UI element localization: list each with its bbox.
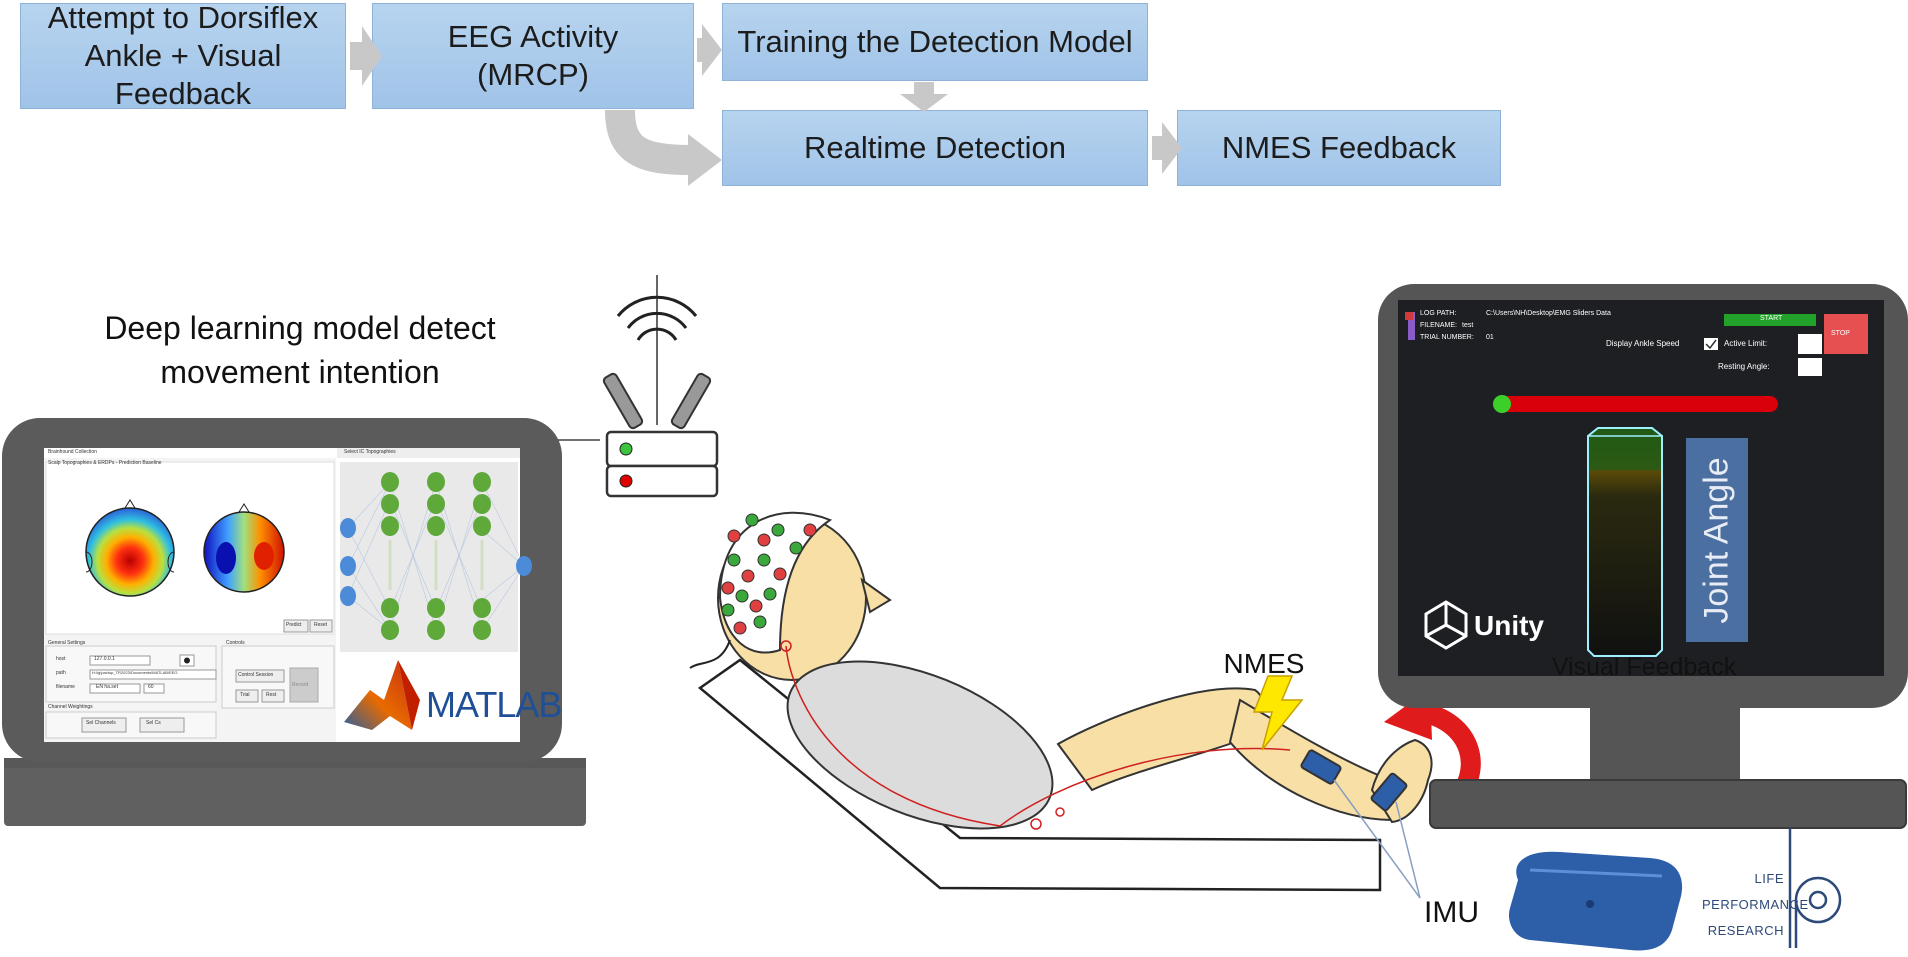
imu-label: IMU [1424, 896, 1479, 929]
flow-box-realtime-detection: Realtime Detection [722, 110, 1148, 186]
flow-arrow-down [900, 82, 948, 112]
filename-label-unity: FILENAME: [1420, 322, 1457, 329]
deep-learning-line1: Deep learning model detect [104, 310, 496, 346]
deep-learning-line2: movement intention [160, 354, 440, 390]
log-path-value: C:\Users\NH\Desktop\EMG Sliders Data [1486, 310, 1611, 317]
nmes-label: NMES [1223, 648, 1305, 679]
trial-number-value: 01 [1486, 334, 1494, 341]
channel-weightings-label: Channel Weightings [48, 704, 93, 710]
filename-value[interactable]: EN ha.set [96, 684, 118, 690]
flow-box-training-label: Training the Detection Model [737, 24, 1133, 59]
joint-angle-label: Joint Angle [1697, 456, 1736, 624]
resting-angle-label: Resting Angle: [1718, 362, 1770, 371]
unity-wordmark: Unity [1474, 610, 1544, 641]
log-path-label: LOG PATH: [1420, 310, 1457, 317]
lpr-line1: LIFE [1754, 871, 1784, 886]
lpr-logo-text: LIFE PERFORMANCE RESEARCH [1702, 866, 1809, 944]
rest-button[interactable]: Rest [266, 692, 277, 698]
flow-box-eeg-line2: (MRCP) [477, 57, 589, 92]
flow-box-attempt-line1: Attempt to Dorsiflex [47, 0, 319, 35]
filename-num[interactable]: 60 [148, 684, 154, 690]
general-settings-label: General Settings [48, 640, 86, 646]
active-limit-label: Active Limit: [1724, 339, 1768, 348]
lpr-line3: RESEARCH [1707, 923, 1784, 938]
unity-logo-icon [1424, 600, 1468, 650]
flow-box-training-model: Training the Detection Model [722, 3, 1148, 81]
visual-feedback-caption: Visual Feedback [1551, 653, 1737, 681]
matlab-logo-icon [344, 660, 420, 730]
deep-learning-caption: Deep learning model detect movement inte… [40, 306, 560, 394]
record-button[interactable]: Record [292, 682, 309, 688]
trial-number-label: TRIAL NUMBER: [1420, 334, 1474, 341]
host-label: host [56, 656, 66, 662]
window2-title: Select IC Topographies [344, 449, 396, 455]
path-value[interactable]: H:\ig\pactup_TR2023\Documents\MATLAB\EEG [92, 670, 178, 675]
predict-button[interactable]: Predict [286, 622, 302, 628]
eeg-electrodes [721, 513, 817, 635]
sel-cs-button[interactable]: Sel Cs [146, 720, 161, 726]
ankle-angle-slider-track [1494, 396, 1778, 412]
laptop-window-neural-network [337, 448, 532, 742]
laptop-window-collection [44, 448, 336, 742]
ankle-angle-slider-knob [1493, 395, 1511, 413]
path-label: path [56, 670, 66, 676]
lightning-bolt-icon [1252, 675, 1304, 751]
flow-box-eeg-line1: EEG Activity [447, 19, 619, 54]
window1-title: Brainhound Collection [48, 449, 97, 455]
flow-box-attempt-line2: Ankle + Visual Feedback [84, 38, 282, 111]
matlab-wordmark: MATLAB [426, 684, 562, 725]
lpr-logo-icon [1788, 828, 1842, 948]
flow-arrow-curve-head [688, 134, 722, 186]
flow-box-nmes-label: NMES Feedback [1221, 130, 1457, 165]
flow-box-eeg-activity: EEG Activity (MRCP) [372, 3, 694, 109]
flow-arrow-2 [697, 24, 722, 76]
flow-box-nmes-feedback: NMES Feedback [1177, 110, 1501, 186]
router-icon [602, 275, 719, 498]
controls-label: Controls [226, 640, 245, 646]
display-ankle-speed-label: Display Ankle Speed [1606, 339, 1680, 348]
filename-label: filename [56, 684, 75, 690]
imu-pointer-lines [1333, 779, 1421, 899]
flow-arrow-3 [1152, 122, 1182, 174]
imu-device-icon [1508, 851, 1683, 951]
patient-figure [717, 511, 1433, 830]
start-button[interactable]: START [1760, 315, 1783, 322]
flow-arrow-curve [605, 109, 691, 175]
stop-button[interactable]: STOP [1831, 330, 1850, 337]
control-session-button[interactable]: Control Session [238, 672, 274, 678]
filename-value-unity: test [1462, 322, 1474, 329]
window1-subtitle: Scalp Topographies & ERDPs - Prediction … [48, 460, 162, 466]
laptop-screen-text: Brainhound Collection Scalp Topographies… [44, 448, 562, 742]
lpr-line2: PERFORMANCE [1702, 897, 1809, 912]
reset-button[interactable]: Reset [314, 622, 328, 628]
eeg-cable [689, 639, 731, 669]
flow-box-attempt-dorsiflex: Attempt to Dorsiflex Ankle + Visual Feed… [20, 0, 346, 111]
sel-channels-button[interactable]: Sel Channels [86, 720, 116, 726]
electrode-dots [780, 640, 1065, 830]
flow-box-realtime-label: Realtime Detection [804, 130, 1066, 165]
trial-button[interactable]: Trial [240, 692, 250, 698]
flow-arrow-1 [350, 26, 382, 86]
host-value[interactable]: 127.0.0.1 [94, 656, 115, 662]
unity-screen-text: LOG PATH: C:\Users\NH\Desktop\EMG Slider… [1398, 300, 1884, 676]
unity-ui [1405, 312, 1868, 657]
nerve-line [785, 645, 1291, 827]
